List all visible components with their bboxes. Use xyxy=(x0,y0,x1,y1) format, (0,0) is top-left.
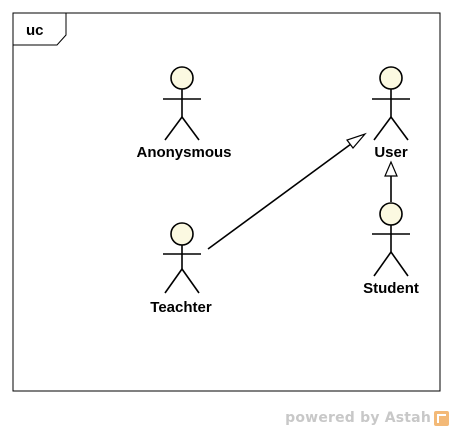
actor-head xyxy=(170,66,194,90)
diagram-frame xyxy=(12,12,441,392)
generalization-line xyxy=(207,143,352,250)
astah-logo-icon xyxy=(434,410,449,426)
actor-right-leg xyxy=(181,268,200,294)
actor-left-leg xyxy=(373,116,392,141)
astah-watermark: powered by Astah xyxy=(285,408,449,428)
watermark-text: powered by Astah xyxy=(285,410,431,426)
generalization-student-to-user[interactable] xyxy=(384,160,398,202)
actor-right-leg xyxy=(181,116,200,141)
actor-left-leg xyxy=(164,116,183,141)
actor-teacher[interactable]: Teachter xyxy=(150,222,212,316)
actor-head xyxy=(170,222,194,246)
actor-label-student: Student xyxy=(363,280,419,297)
actor-anonymous[interactable]: Anonysmous xyxy=(136,66,232,161)
actor-head xyxy=(379,202,403,226)
actor-head xyxy=(379,66,403,90)
actor-label-anonymous: Anonysmous xyxy=(136,144,231,161)
actor-right-leg xyxy=(390,251,409,277)
generalization-arrowhead xyxy=(384,160,398,177)
actor-student[interactable]: Student xyxy=(363,202,419,297)
actor-label-user: User xyxy=(374,144,408,161)
actor-left-leg xyxy=(164,268,183,294)
actor-right-leg xyxy=(390,116,409,141)
actor-user[interactable]: User xyxy=(372,66,410,161)
generalization-arrowhead xyxy=(346,132,367,149)
frame-label-tab xyxy=(13,13,67,46)
frame-label: uc xyxy=(26,22,44,39)
generalization-teacher-to-user[interactable] xyxy=(207,132,367,250)
actor-left-leg xyxy=(373,251,392,277)
actor-label-teacher: Teachter xyxy=(150,299,212,316)
